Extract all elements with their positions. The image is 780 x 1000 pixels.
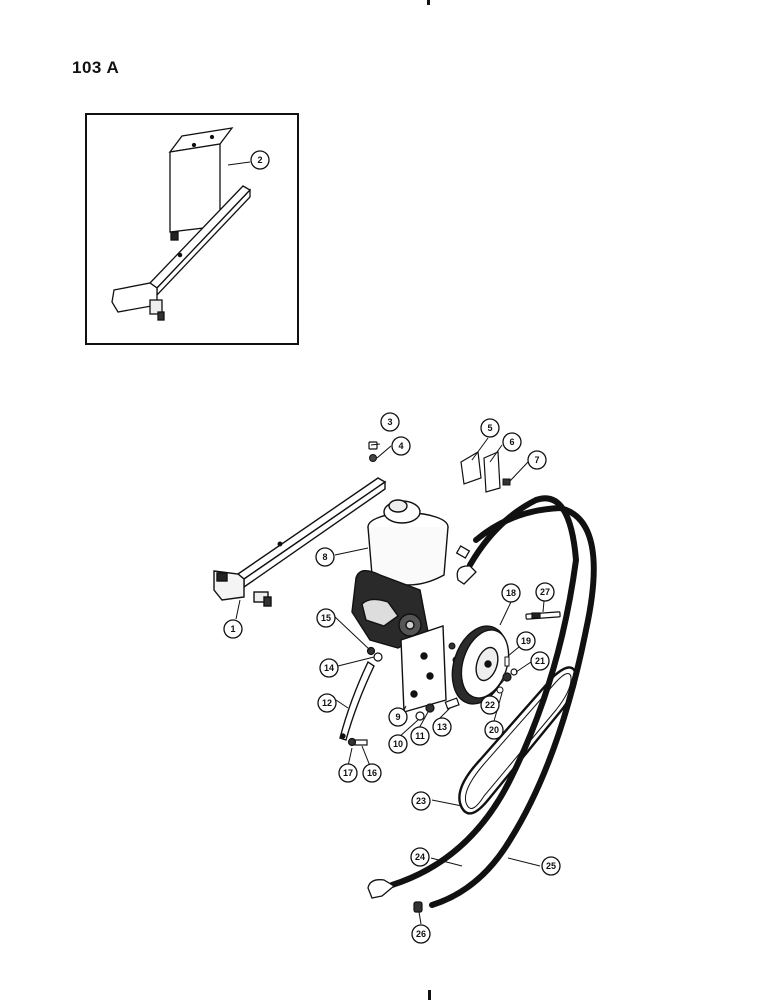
callouts: 2 1 3 4 5 6 7 8 15 14 12 9 10 11 13 17 1… xyxy=(223,150,561,944)
bolt-3 xyxy=(368,441,378,450)
svg-text:15: 15 xyxy=(321,613,331,623)
clip-5-6 xyxy=(460,451,501,493)
adjusting-strap-part xyxy=(339,660,375,741)
svg-text:17: 17 xyxy=(343,768,353,778)
mounting-bracket-part xyxy=(400,625,447,713)
registration-mark-top xyxy=(427,0,430,5)
svg-text:14: 14 xyxy=(324,663,334,673)
callout-4: 4 xyxy=(391,436,411,456)
svg-text:20: 20 xyxy=(489,725,499,735)
svg-text:8: 8 xyxy=(322,552,327,562)
registration-mark-bottom xyxy=(428,990,431,1000)
callout-11: 11 xyxy=(410,726,430,746)
hose-fitting-upper xyxy=(455,545,477,585)
callout-12: 12 xyxy=(317,693,337,713)
inset-frame xyxy=(85,113,299,345)
key-27 xyxy=(525,611,561,620)
svg-text:26: 26 xyxy=(416,929,426,939)
svg-text:24: 24 xyxy=(415,852,425,862)
pump-reservoir-part xyxy=(351,499,449,649)
svg-text:22: 22 xyxy=(485,700,495,710)
nut-20 xyxy=(496,686,504,694)
svg-text:3: 3 xyxy=(387,417,392,427)
callout-16: 16 xyxy=(362,763,382,783)
washer-10 xyxy=(415,711,425,721)
clamp-26 xyxy=(413,901,423,913)
callout-7: 7 xyxy=(527,450,547,470)
callout-25: 25 xyxy=(541,856,561,876)
callout-2: 2 xyxy=(250,150,270,170)
callout-15: 15 xyxy=(316,608,336,628)
callout-18: 18 xyxy=(501,583,521,603)
svg-text:5: 5 xyxy=(487,423,492,433)
key-19 xyxy=(504,656,510,667)
nut-17 xyxy=(347,737,357,747)
svg-text:4: 4 xyxy=(398,441,403,451)
svg-text:9: 9 xyxy=(395,712,400,722)
callout-21: 21 xyxy=(530,651,550,671)
leader-lines xyxy=(235,437,545,925)
callout-26: 26 xyxy=(411,924,431,944)
svg-text:25: 25 xyxy=(546,861,556,871)
page-label: 103 A xyxy=(72,58,120,77)
svg-text:19: 19 xyxy=(521,636,531,646)
bolt-16 xyxy=(354,739,368,746)
inset-panel xyxy=(85,113,299,345)
callout-14: 14 xyxy=(319,658,339,678)
svg-text:23: 23 xyxy=(416,796,426,806)
inset-bracket-plate xyxy=(168,127,234,241)
nut-11 xyxy=(425,703,435,713)
svg-text:13: 13 xyxy=(437,722,447,732)
svg-text:27: 27 xyxy=(540,587,550,597)
hose-fitting-lower xyxy=(367,879,396,899)
callout-6: 6 xyxy=(502,432,522,452)
svg-text:18: 18 xyxy=(506,588,516,598)
callout-13: 13 xyxy=(432,717,452,737)
inset-support-bar xyxy=(111,185,252,321)
nut-14 xyxy=(373,652,383,662)
svg-text:10: 10 xyxy=(393,739,403,749)
svg-text:1: 1 xyxy=(230,624,235,634)
svg-text:2: 2 xyxy=(257,155,262,165)
hose-24 xyxy=(389,495,580,888)
callout-27: 27 xyxy=(535,582,555,602)
svg-text:21: 21 xyxy=(535,656,545,666)
hose-25 xyxy=(429,504,597,908)
callout-23: 23 xyxy=(411,791,431,811)
callout-19: 19 xyxy=(516,631,536,651)
callout-10: 10 xyxy=(388,734,408,754)
svg-text:16: 16 xyxy=(367,768,377,778)
screw-7 xyxy=(502,478,511,486)
bolt-13 xyxy=(444,697,460,710)
svg-text:7: 7 xyxy=(534,455,539,465)
support-bar-part xyxy=(213,477,387,607)
callout-20: 20 xyxy=(484,720,504,740)
callout-5: 5 xyxy=(480,418,500,438)
callout-1: 1 xyxy=(223,619,243,639)
callout-3: 3 xyxy=(380,412,400,432)
svg-text:6: 6 xyxy=(509,437,514,447)
callout-9: 9 xyxy=(388,707,408,727)
pulley-part xyxy=(451,625,510,705)
callout-22: 22 xyxy=(480,695,500,715)
callout-24: 24 xyxy=(410,847,430,867)
callout-8: 8 xyxy=(315,547,335,567)
callout-17: 17 xyxy=(338,763,358,783)
nut-4 xyxy=(369,454,377,462)
svg-text:11: 11 xyxy=(415,731,425,741)
svg-text:12: 12 xyxy=(322,698,332,708)
washer-21-22 xyxy=(502,668,518,682)
